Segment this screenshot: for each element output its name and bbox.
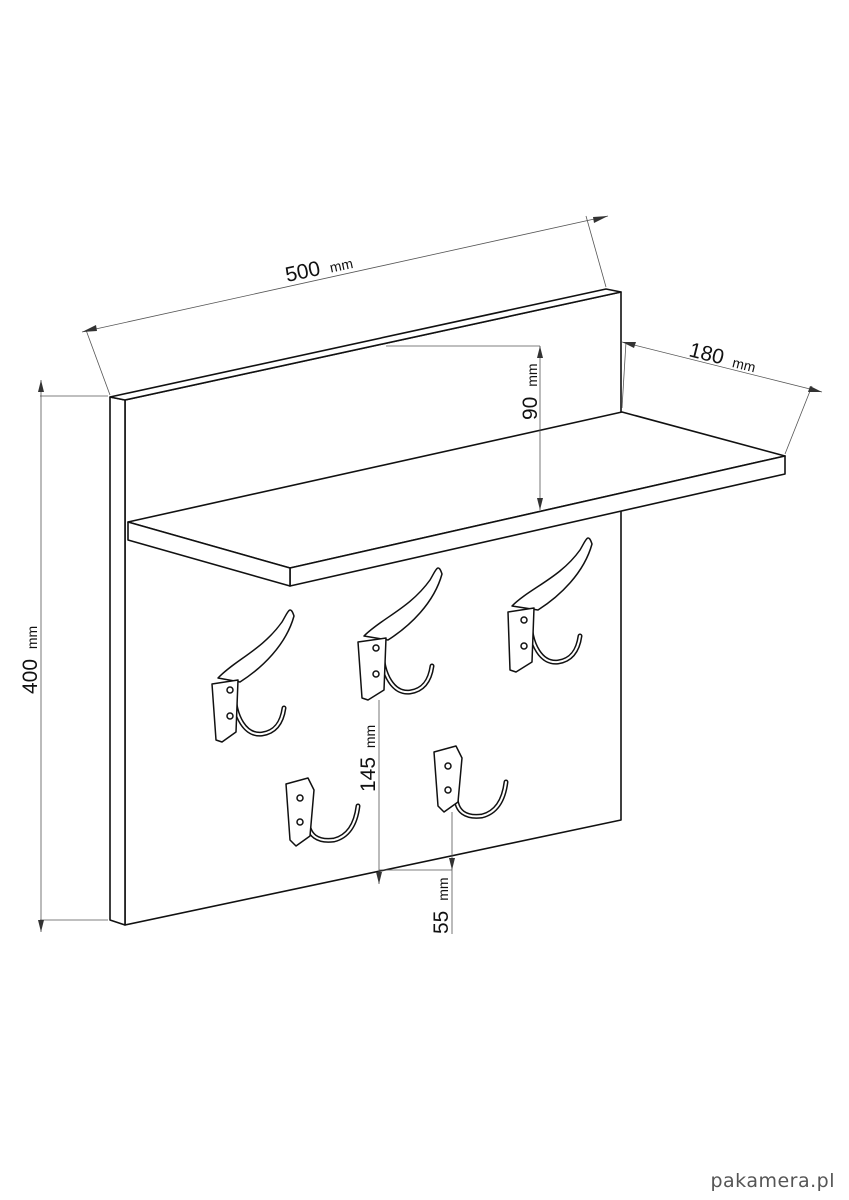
shelf-height-unit: mm: [524, 363, 540, 386]
depth-unit: mm: [731, 354, 758, 375]
width-extension-right: [585, 215, 607, 288]
large-hook-2: [357, 567, 443, 701]
small-hook-2: [433, 745, 509, 819]
watermark: pakamera.pl: [710, 1170, 835, 1192]
depth-dimension-line: [621, 341, 823, 393]
arrow-depth-left: [622, 342, 636, 348]
width-value: 500: [283, 257, 322, 287]
depth-label: 180 mm: [687, 339, 759, 378]
small-hook-1: [285, 777, 361, 847]
hook-offset-label: 55 mm: [430, 877, 453, 934]
arrow-height-top: [38, 380, 44, 392]
width-label: 500 mm: [283, 250, 355, 287]
depth-extension-left: [621, 341, 627, 409]
hook-spacing-value: 145: [357, 757, 380, 792]
arrow-depth-right: [808, 386, 822, 392]
arrow-shelf-top: [537, 346, 543, 358]
back-panel-top-edge: [109, 288, 622, 401]
back-panel-edge: [109, 396, 126, 926]
width-dimension-line: [81, 215, 609, 333]
back-panel-face: [124, 291, 622, 926]
shelf-side-edge: [127, 521, 291, 587]
height-label: 400 mm: [19, 626, 42, 694]
width-extension-left: [85, 329, 111, 396]
large-hook-3: [507, 537, 593, 673]
arrow-shelf-bottom: [537, 498, 543, 510]
arrow-hook-offset: [449, 858, 455, 870]
hook-spacing-label: 145 mm: [357, 725, 380, 792]
depth-extension-right: [784, 385, 813, 455]
width-unit: mm: [328, 255, 354, 276]
height-unit: mm: [24, 626, 40, 649]
large-hook-1: [211, 609, 295, 743]
shelf-height-label: 90 mm: [519, 363, 542, 420]
arrow-width-right: [593, 216, 608, 223]
arrow-height-bottom: [38, 920, 44, 932]
hook-offset-value: 55: [430, 911, 453, 934]
hook-offset-unit: mm: [435, 877, 451, 900]
arrow-hook-spacing: [376, 872, 382, 884]
arrow-width-left: [82, 325, 97, 332]
hook-spacing-unit: mm: [362, 725, 378, 748]
depth-value: 180: [687, 339, 727, 370]
height-value: 400: [19, 659, 42, 694]
shelf-height-value: 90: [519, 397, 542, 420]
